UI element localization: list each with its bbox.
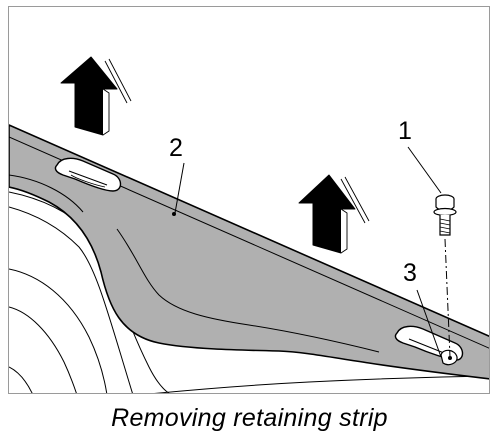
bolt-icon bbox=[433, 194, 457, 236]
callout-leader-lines bbox=[174, 146, 442, 358]
callout-number-retaining-strip: 2 bbox=[169, 134, 183, 162]
callout-2-dot bbox=[172, 212, 176, 216]
left-clip-slot bbox=[54, 157, 122, 192]
retaining-strip-drawing bbox=[9, 56, 489, 393]
lift-up-arrow-icon bbox=[298, 174, 370, 254]
figure-caption: Removing retaining strip bbox=[111, 404, 388, 432]
callout-number-bolt: 1 bbox=[398, 117, 412, 145]
callout-number-clip: 3 bbox=[403, 259, 417, 287]
lift-up-arrow-icon bbox=[60, 56, 132, 136]
illustration-frame: 1 2 3 bbox=[8, 6, 490, 394]
bolt-alignment-line bbox=[444, 238, 451, 358]
right-clip-slot bbox=[394, 325, 464, 366]
